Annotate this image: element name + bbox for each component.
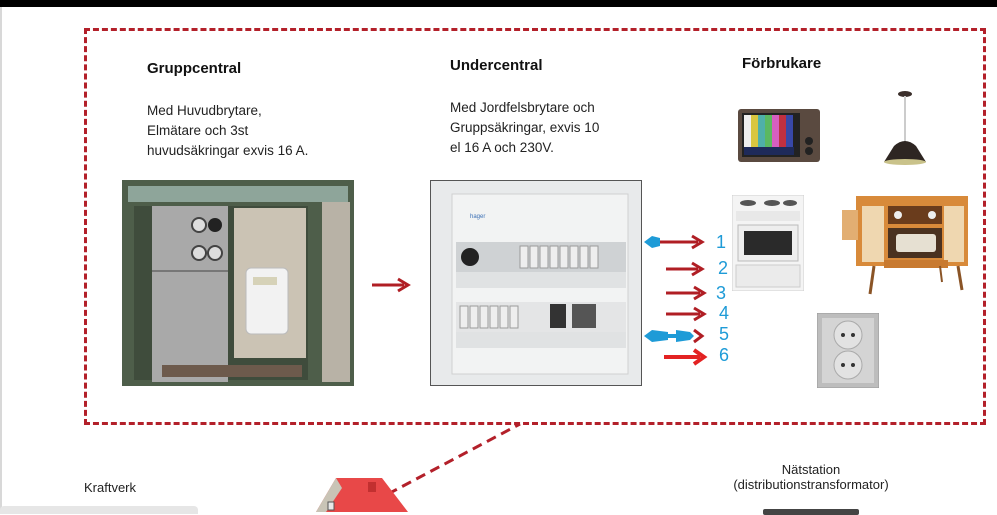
- circuit-arrow-6: [664, 348, 708, 366]
- circuit-label-5: 5: [719, 324, 730, 344]
- building-boundary-dashed-box: [84, 28, 986, 425]
- kraftverk-label: Kraftverk: [84, 480, 137, 495]
- feed-arrow: [372, 277, 411, 293]
- undercentral-description: Med Jordfelsbrytare och Gruppsäkringar, …: [450, 98, 599, 158]
- desc-line: el 16 A och 230V.: [450, 140, 554, 155]
- forbrukare-heading: Förbrukare: [742, 55, 822, 72]
- desc-line: Med Huvudbrytare,: [147, 103, 262, 118]
- natstation-subtitle: (distributionstransformator): [733, 477, 889, 492]
- desc-line: Gruppsäkringar, exvis 10: [450, 120, 600, 135]
- gruppcentral-heading: Gruppcentral: [147, 60, 242, 77]
- circuit-arrow-2: [666, 261, 705, 277]
- top-black-bar: [0, 0, 997, 7]
- circuit-arrows: [644, 234, 708, 366]
- transformer-image-top: [763, 509, 859, 515]
- distribution-board-image: hager: [430, 180, 642, 386]
- desc-line: huvudsäkringar exvis 16 A.: [147, 143, 309, 158]
- circuit-arrow-4: [666, 306, 707, 322]
- svg-text:hager: hager: [470, 214, 485, 220]
- television-image: [738, 109, 820, 162]
- house-connection-dashed-line: [387, 422, 521, 496]
- left-edge-line: [0, 7, 2, 512]
- desc-line: Med Jordfelsbrytare och: [450, 100, 595, 115]
- ceiling-lamp-image: [884, 91, 926, 165]
- natstation-title: Nätstation: [781, 462, 841, 477]
- house-image: [316, 478, 408, 512]
- undercentral-heading: Undercentral: [450, 57, 543, 74]
- group-central-cabinet-image: [122, 180, 354, 386]
- circuit-label-3: 3: [716, 283, 727, 303]
- circuit-label-1: 1: [716, 232, 727, 252]
- gruppcentral-description: Med Huvudbrytare, Elmätare och 3st huvud…: [147, 101, 308, 161]
- desc-line: Elmätare och 3st: [147, 123, 249, 138]
- circuit-label-4: 4: [719, 303, 730, 323]
- circuit-label-6: 6: [719, 345, 730, 365]
- bottom-overlay-bar: [0, 506, 198, 514]
- electric-stove-image: [732, 195, 804, 291]
- circuit-arrow-5: [644, 328, 705, 344]
- circuit-label-2: 2: [718, 258, 729, 278]
- natstation-label: Nätstation (distributionstransformator): [706, 462, 916, 492]
- wall-socket-image: [817, 313, 879, 388]
- circuit-arrow-1: [644, 234, 705, 250]
- circuit-arrow-3: [666, 285, 707, 301]
- radiogram-cabinet-image: [842, 196, 968, 295]
